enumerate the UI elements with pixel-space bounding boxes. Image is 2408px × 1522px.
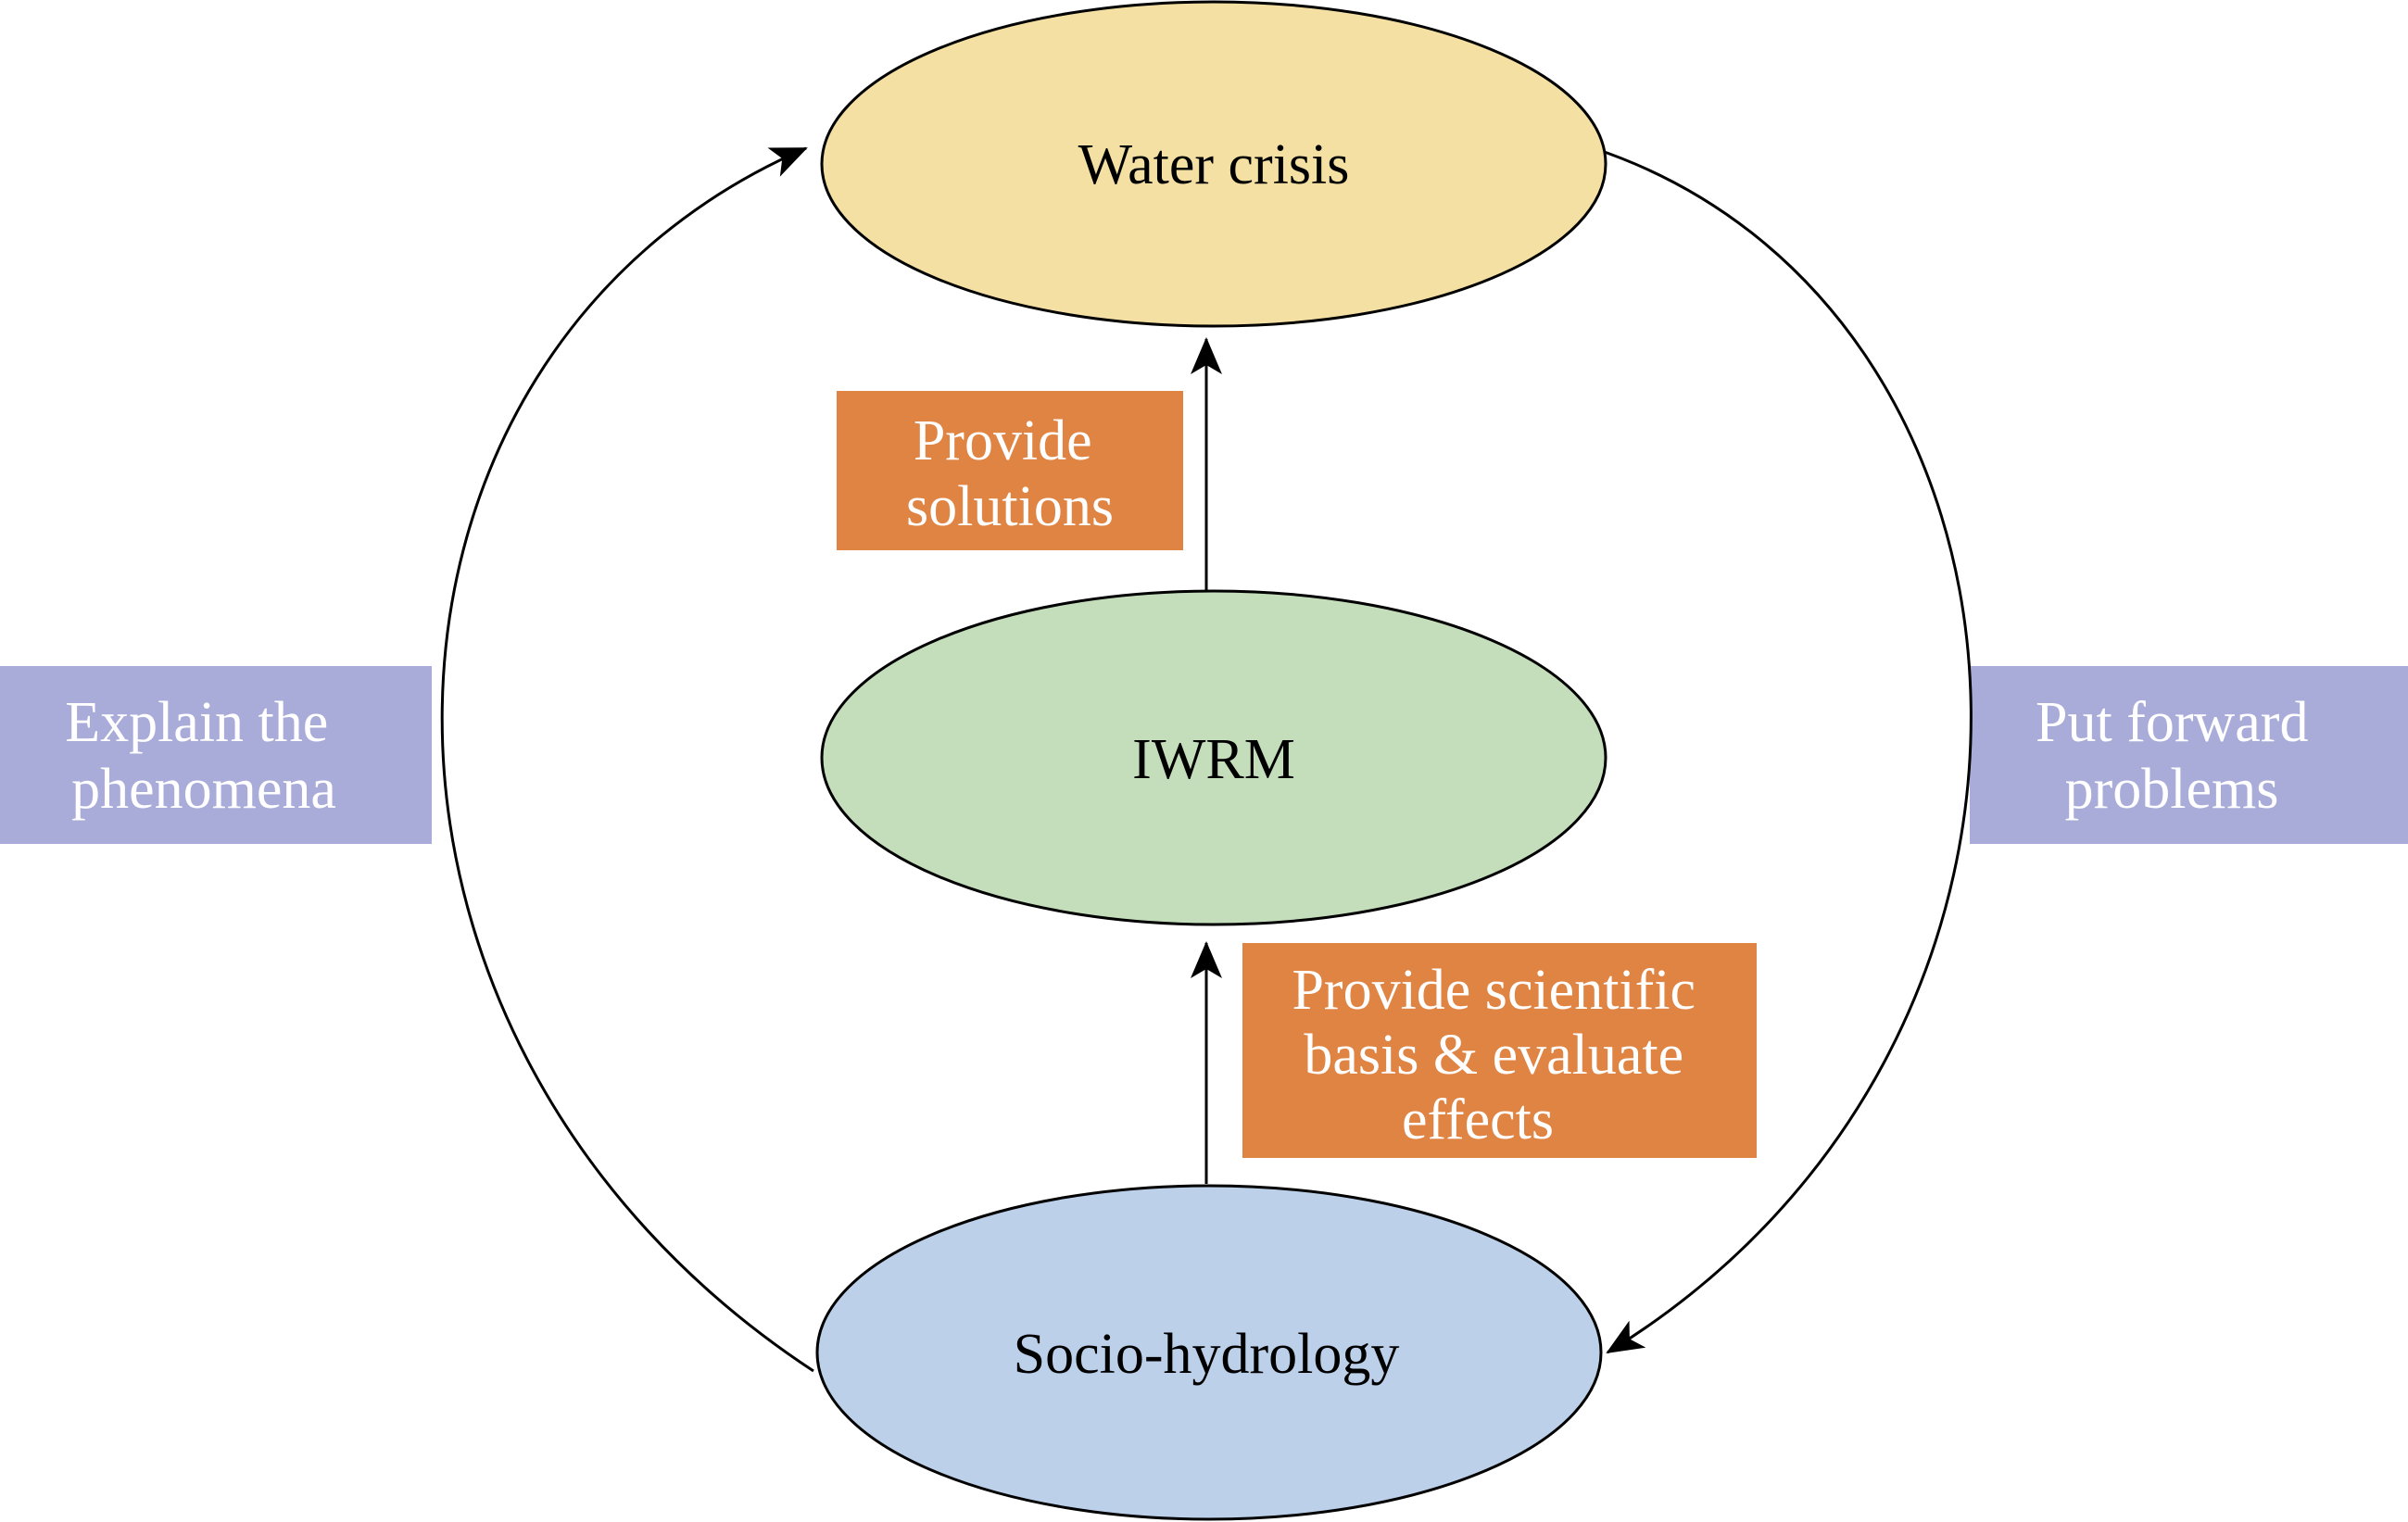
- relation-provide-basis-line-2: basis & evaluate: [1304, 1024, 1683, 1087]
- svg-text:Put forward problems: Put forward problems: [2036, 691, 2323, 821]
- svg-text:Provide scientific basis: Provide scientific basis & evaluate effe…: [1292, 959, 1709, 1151]
- side-label-explain: Explain the phenomena: [0, 666, 432, 844]
- side-label-put-forward-line-2: problems: [2065, 758, 2279, 821]
- node-iwrm: IWRM: [820, 589, 1607, 926]
- side-label-put-forward: Put forward problems: [1970, 666, 2408, 844]
- side-label-explain-box: [0, 666, 432, 844]
- relation-provide-basis-box: [1242, 943, 1757, 1158]
- side-label-put-forward-line-1: Put forward: [2036, 691, 2308, 754]
- relation-provide-basis-line-3: effects: [1402, 1088, 1554, 1151]
- node-water-crisis-shape: [820, 0, 1607, 328]
- relation-provide-solutions: Provide solutions: [837, 391, 1183, 550]
- node-water-crisis: Water crisis: [820, 0, 1607, 328]
- node-water-crisis-label: Water crisis: [1078, 133, 1350, 196]
- svg-text:Provide solutions: Provide solutions: [906, 409, 1114, 538]
- relation-provide-solutions-box: [837, 391, 1183, 550]
- side-label-explain-line-1: Explain the: [65, 691, 328, 754]
- arc-explain-phenomena: [440, 146, 814, 1373]
- node-iwrm-shape: [820, 589, 1607, 926]
- node-iwrm-label: IWRM: [1132, 728, 1295, 791]
- relation-provide-basis-line-1: Provide scientific: [1292, 959, 1696, 1022]
- node-socio-hydrology: Socio-hydrology: [815, 1184, 1603, 1521]
- side-label-put-forward-box: [1970, 666, 2408, 844]
- node-socio-hydrology-shape: [815, 1184, 1603, 1521]
- relation-provide-solutions-line-1: Provide: [914, 409, 1092, 472]
- relation-provide-solutions-line-2: solutions: [906, 475, 1114, 538]
- side-label-explain-line-2: phenomena: [71, 758, 336, 821]
- node-socio-hydrology-label: Socio-hydrology: [1014, 1323, 1400, 1386]
- svg-text:Explain the phenomena: Explain the phenomena: [65, 691, 343, 821]
- arc-put-forward-problems: [1593, 146, 1973, 1354]
- relation-provide-basis: Provide scientific basis & evaluate effe…: [1242, 943, 1757, 1158]
